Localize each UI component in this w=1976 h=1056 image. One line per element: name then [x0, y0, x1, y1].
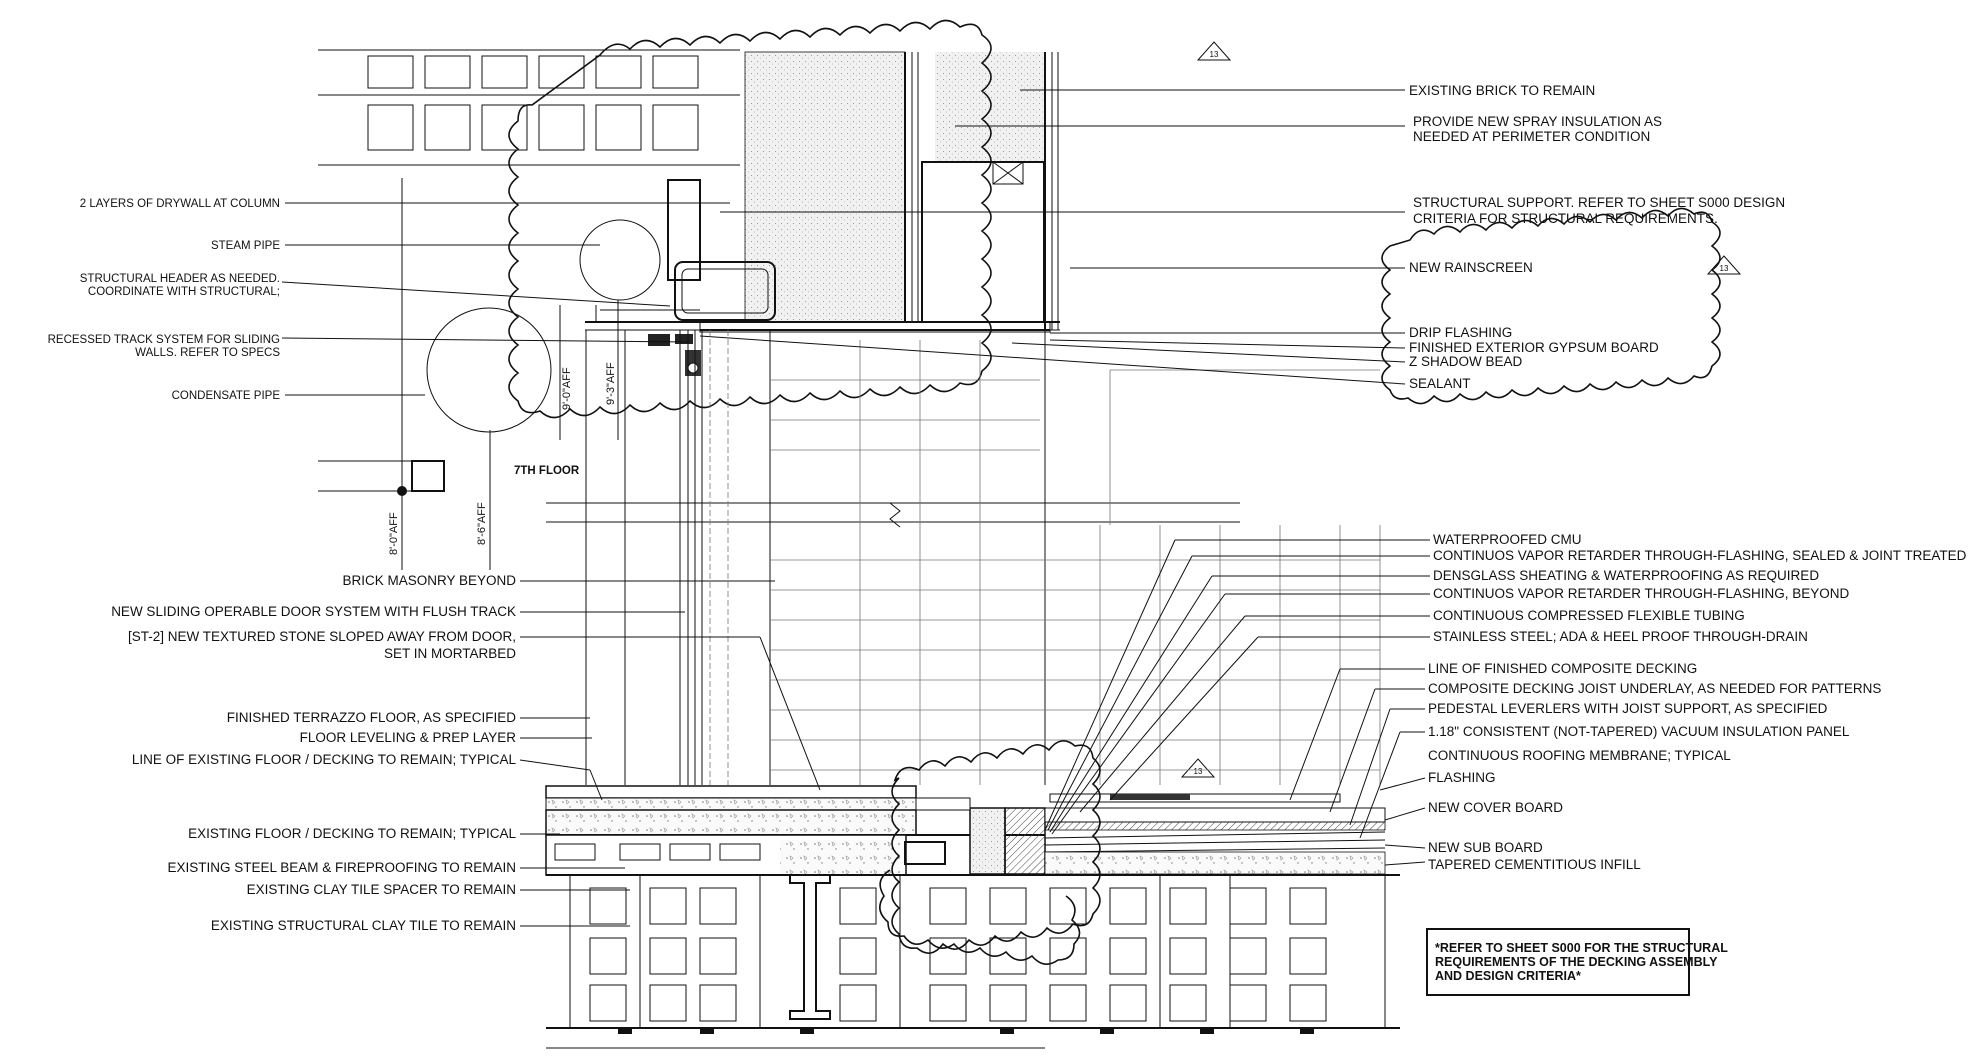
label-track-1: RECESSED TRACK SYSTEM FOR SLIDING — [48, 334, 280, 346]
revision-cloud-right — [1381, 207, 1721, 405]
label-drip: DRIP FLASHING — [1409, 325, 1512, 340]
label-vip: 1.18" CONSISTENT (NOT-TAPERED) VACUUM IN… — [1428, 724, 1850, 739]
label-zshadow: Z SHADOW BEAD — [1409, 354, 1523, 369]
label-sealant: SEALANT — [1409, 376, 1471, 391]
revision-cloud-upper — [508, 19, 992, 419]
leader-lines-right — [699, 89, 1430, 866]
floor-label: 7TH FLOOR — [514, 465, 580, 477]
revision-triangle-3: 13 — [1180, 758, 1216, 778]
label-clay-tile: EXISTING STRUCTURAL CLAY TILE TO REMAIN — [211, 918, 516, 933]
label-spray-2: NEEDED AT PERIMETER CONDITION — [1413, 129, 1650, 144]
label-line-existing: LINE OF EXISTING FLOOR / DECKING TO REMA… — [132, 752, 517, 767]
label-stone-2: SET IN MORTARBED — [384, 646, 516, 661]
label-gypsum: FINISHED EXTERIOR GYPSUM BOARD — [1409, 340, 1659, 355]
floor-assembly — [545, 785, 1400, 876]
spray-insulation — [744, 51, 906, 323]
right-lower-annotations: WATERPROOFED CMU CONTINUOS VAPOR RETARDE… — [1428, 532, 1967, 872]
steam-pipe-circle — [579, 219, 661, 301]
right-upper-annotations: EXISTING BRICK TO REMAIN PROVIDE NEW SPR… — [1409, 83, 1785, 391]
label-pedestal: PEDESTAL LEVERLERS WITH JOIST SUPPORT, A… — [1428, 701, 1828, 716]
label-infill: TAPERED CEMENTITIOUS INFILL — [1428, 857, 1641, 872]
upper-window-grid — [318, 49, 740, 166]
label-spray-1: PROVIDE NEW SPRAY INSULATION AS — [1413, 114, 1662, 129]
middle-curtain-grid — [546, 330, 1240, 785]
label-leveling: FLOOR LEVELING & PREP LAYER — [300, 730, 517, 745]
label-track-2: WALLS. REFER TO SPECS — [135, 347, 280, 359]
label-membrane: CONTINUOUS ROOFING MEMBRANE; TYPICAL — [1428, 748, 1731, 763]
label-underlay: COMPOSITE DECKING JOIST UNDERLAY, AS NEE… — [1428, 681, 1881, 696]
note-line-2: REQUIREMENTS OF THE DECKING ASSEMBLY — [1435, 955, 1718, 969]
background-tile-grid — [770, 340, 1381, 785]
label-cover-board: NEW COVER BOARD — [1428, 800, 1563, 815]
label-stone-1: [ST-2] NEW TEXTURED STONE SLOPED AWAY FR… — [128, 629, 516, 644]
label-decking-line: LINE OF FINISHED COMPOSITE DECKING — [1428, 661, 1697, 676]
svg-text:13: 13 — [1720, 264, 1729, 273]
existing-brick-stipple — [935, 52, 1045, 162]
label-header-2: COORDINATE WITH STRUCTURAL; — [88, 286, 280, 298]
label-steel-beam: EXISTING STEEL BEAM & FIREPROOFING TO RE… — [167, 860, 516, 875]
label-sliding-door: NEW SLIDING OPERABLE DOOR SYSTEM WITH FL… — [111, 604, 516, 619]
label-clay-spacer: EXISTING CLAY TILE SPACER TO REMAIN — [247, 882, 516, 897]
label-flashing: FLASHING — [1428, 770, 1496, 785]
svg-text:13: 13 — [1194, 767, 1203, 776]
label-cmu: WATERPROOFED CMU — [1433, 532, 1582, 547]
label-vapor-2: CONTINUOS VAPOR RETARDER THROUGH-FLASHIN… — [1433, 586, 1850, 601]
label-header-1: STRUCTURAL HEADER AS NEEDED. — [80, 273, 280, 285]
svg-text:13: 13 — [1210, 50, 1219, 59]
label-drywall: 2 LAYERS OF DRYWALL AT COLUMN — [80, 198, 280, 210]
steel-beam-section — [789, 874, 831, 1020]
label-tubing: CONTINUOUS COMPRESSED FLEXIBLE TUBING — [1433, 608, 1745, 623]
label-sub-board: NEW SUB BOARD — [1428, 840, 1543, 855]
sliding-track-hardware — [648, 334, 701, 376]
note-line-3: AND DESIGN CRITERIA* — [1435, 969, 1581, 983]
label-vapor-1: CONTINUOS VAPOR RETARDER THROUGH-FLASHIN… — [1433, 548, 1967, 563]
label-brick-beyond: BRICK MASONRY BEYOND — [342, 573, 516, 588]
dimension-8-0: 8'-0"AFF — [388, 512, 400, 555]
revision-triangle-1: 13 — [1196, 41, 1232, 61]
label-support-2: CRITERIA FOR STRUCTURAL REQUIREMENTS. — [1413, 211, 1718, 226]
note-line-1: *REFER TO SHEET S000 FOR THE STRUCTURAL — [1435, 941, 1728, 955]
dimension-8-6: 8'-6"AFF — [476, 502, 488, 545]
dimension-9-3: 9'-3"AFF — [605, 362, 617, 405]
label-rainscreen: NEW RAINSCREEN — [1409, 260, 1533, 275]
label-existing-floor: EXISTING FLOOR / DECKING TO REMAIN; TYPI… — [188, 826, 516, 841]
pipe-box — [411, 460, 445, 492]
label-terrazzo: FINISHED TERRAZZO FLOOR, AS SPECIFIED — [227, 710, 517, 725]
left-annotations: 2 LAYERS OF DRYWALL AT COLUMN STEAM PIPE… — [48, 198, 517, 933]
label-densglass: DENSGLASS SHEATING & WATERPROOFING AS RE… — [1433, 568, 1819, 583]
condensate-pipe-circle — [426, 307, 552, 433]
pipe-lines — [318, 178, 700, 570]
label-condensate: CONDENSATE PIPE — [172, 390, 281, 402]
revision-triangle-2: 13 — [1706, 255, 1742, 275]
structural-support-box — [921, 161, 1045, 323]
clay-tile-grid — [546, 875, 1400, 1049]
label-steam-pipe: STEAM PIPE — [211, 240, 280, 252]
leader-lines-left — [281, 202, 821, 927]
revision-cloud-beam — [879, 869, 1081, 965]
label-existing-brick: EXISTING BRICK TO REMAIN — [1409, 83, 1595, 98]
label-support-1: STRUCTURAL SUPPORT. REFER TO SHEET S000 … — [1413, 195, 1785, 210]
structural-note-box: *REFER TO SHEET S000 FOR THE STRUCTURAL … — [1426, 928, 1728, 996]
revision-cloud-lower — [891, 740, 1101, 954]
label-drain: STAINLESS STEEL; ADA & HEEL PROOF THROUG… — [1433, 629, 1808, 644]
dimension-9-0: 9'-0"AFF — [561, 367, 573, 410]
